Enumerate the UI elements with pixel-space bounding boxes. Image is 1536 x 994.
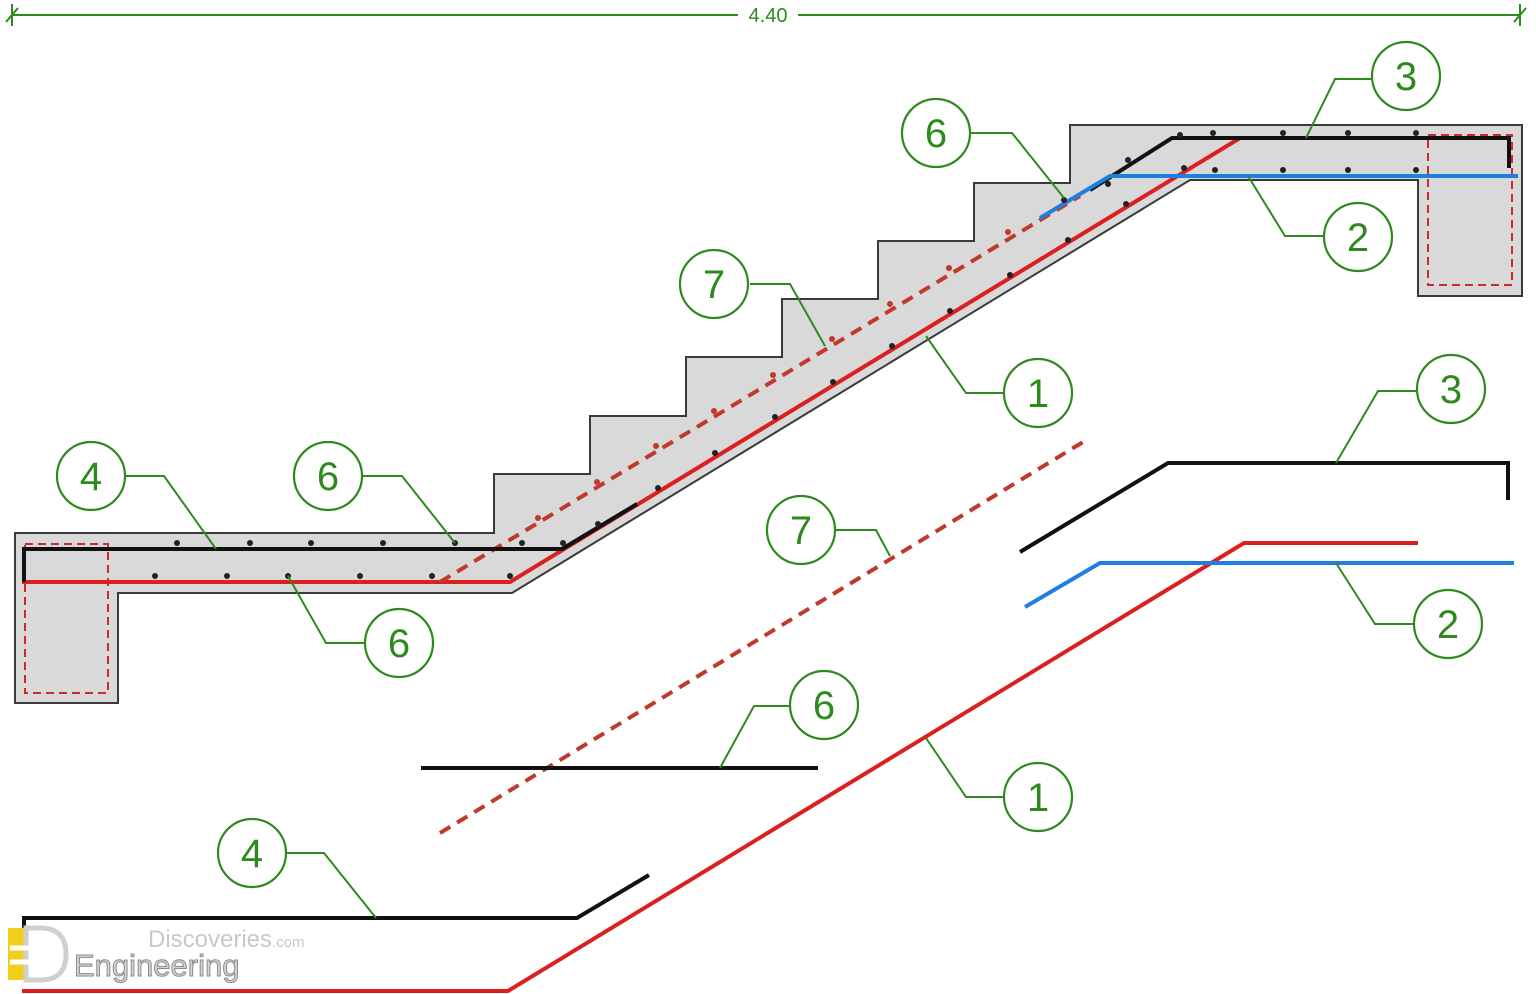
svg-text:6: 6 xyxy=(813,684,835,728)
svg-text:2: 2 xyxy=(1347,216,1369,260)
tag-4-exploded: 4 xyxy=(216,817,288,889)
rebar-dots xyxy=(152,130,1419,579)
bar-3-in-section xyxy=(1088,136,1511,192)
logo-mark-icon xyxy=(8,928,26,980)
bar-3-exploded xyxy=(1018,461,1510,554)
svg-text:4: 4 xyxy=(241,832,263,876)
bar-7-in-section xyxy=(438,194,1082,584)
tag-2-exploded: 2 xyxy=(1412,588,1484,660)
svg-text:4: 4 xyxy=(80,455,102,499)
tag-3-section: 3 xyxy=(1370,40,1442,112)
left-beam-stirrup xyxy=(24,543,109,694)
svg-text:7: 7 xyxy=(790,509,812,553)
bar-2-in-section xyxy=(1038,174,1518,220)
tag-6-section-bottom-landing: 6 xyxy=(363,607,435,679)
right-beam-stirrup xyxy=(1427,134,1513,286)
stair-concrete-section xyxy=(14,124,1523,704)
watermark-discoveries: Discoveries.com xyxy=(148,926,305,953)
dimension-line: 4.40 xyxy=(5,4,1527,27)
watermark-engineering: Engineering xyxy=(74,948,239,983)
bar-4-exploded xyxy=(22,873,651,930)
svg-text:1: 1 xyxy=(1027,372,1049,416)
tag-4-section: 4 xyxy=(55,440,127,512)
bar-1-exploded xyxy=(22,541,1418,993)
leader-lines xyxy=(126,78,1416,919)
bar-2-exploded xyxy=(1023,561,1514,609)
svg-text:2: 2 xyxy=(1437,603,1459,647)
tag-1-section: 1 xyxy=(1002,357,1074,429)
svg-text:7: 7 xyxy=(703,263,725,307)
tag-1-exploded: 1 xyxy=(1002,761,1074,833)
svg-text:1: 1 xyxy=(1027,776,1049,820)
watermark-logo: Discoveries.com Engineering xyxy=(8,925,305,984)
tag-2-section: 2 xyxy=(1322,201,1394,273)
tag-7-section: 7 xyxy=(678,248,750,320)
svg-text:3: 3 xyxy=(1440,368,1462,412)
logo-d-shape-icon xyxy=(23,925,69,983)
tag-6-exploded: 6 xyxy=(788,669,860,741)
svg-text:3: 3 xyxy=(1395,55,1417,99)
svg-text:6: 6 xyxy=(388,622,410,666)
svg-text:6: 6 xyxy=(317,455,339,499)
tag-6-section-top-landing: 6 xyxy=(292,440,364,512)
tag-6-section-top: 6 xyxy=(900,97,972,169)
svg-text:6: 6 xyxy=(925,112,947,156)
tag-3-exploded: 3 xyxy=(1415,353,1487,425)
tag-7-exploded: 7 xyxy=(765,494,837,566)
dimension-label: 4.40 xyxy=(749,5,788,27)
